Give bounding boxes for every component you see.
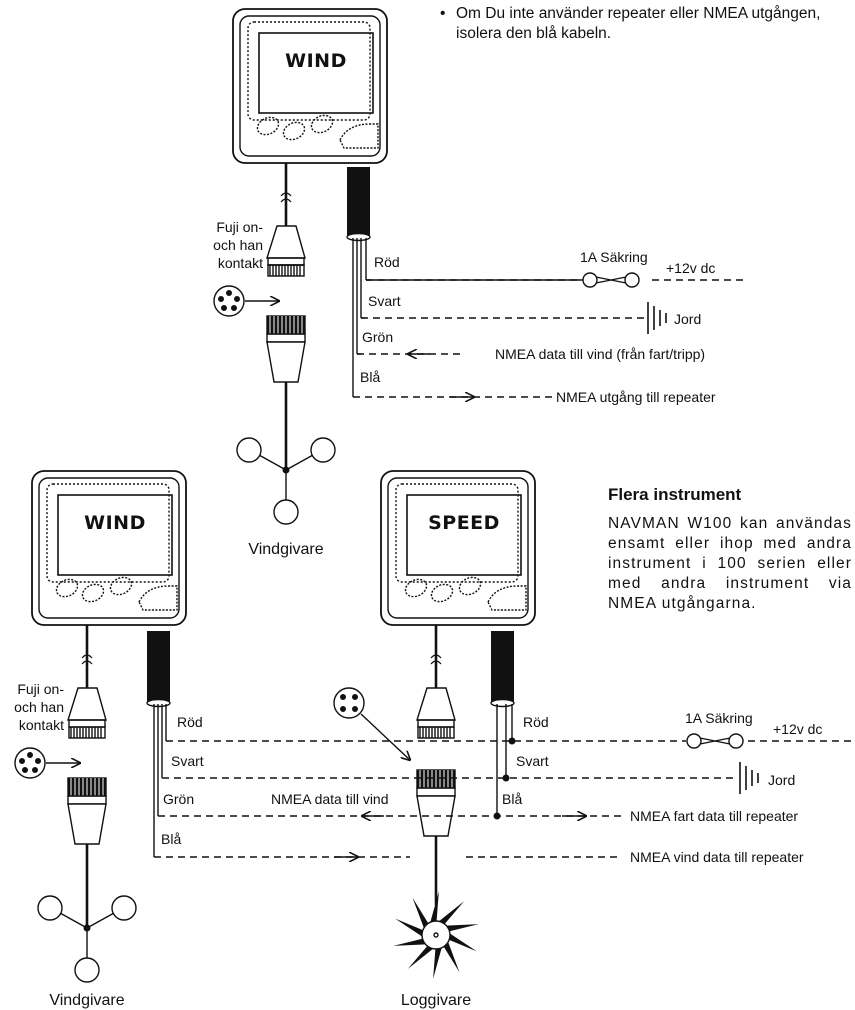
top-wind-sensor bbox=[236, 437, 336, 525]
top-fuse-symbol bbox=[582, 272, 640, 288]
bottom-wind-wire-green-label: Grön bbox=[163, 791, 194, 807]
bottom-wind-wire-blue-label: Blå bbox=[161, 831, 181, 847]
bottom-wind-fuji-female bbox=[67, 687, 107, 739]
bottom-wind-pin-icon bbox=[14, 747, 46, 779]
note-text: Om Du inte använder repeater eller NMEA … bbox=[456, 5, 821, 42]
bottom-speed-fuji-male bbox=[416, 769, 456, 837]
bottom-speed-pin-icon bbox=[333, 687, 365, 719]
note-bullet: • bbox=[440, 5, 446, 22]
paddlewheel-blade bbox=[395, 918, 425, 938]
usage-note: • Om Du inte använder repeater eller NME… bbox=[440, 4, 850, 44]
top-supply-label: +12v dc bbox=[666, 260, 715, 276]
bottom-wind-fuji-male bbox=[67, 777, 107, 845]
top-wind-sensor-label: Vindgivare bbox=[248, 541, 323, 558]
bottom-ground-label: Jord bbox=[768, 772, 795, 788]
top-wind-display-label: WIND bbox=[285, 50, 347, 72]
bottom-connector-label-1: Fuji on- bbox=[17, 681, 64, 697]
paddlewheel-blade bbox=[443, 924, 479, 932]
bottom-speed-wire-black-label: Svart bbox=[516, 753, 549, 769]
bottom-ground-symbol bbox=[739, 762, 759, 794]
bottom-nmea-wind-in-label: NMEA data till vind bbox=[271, 791, 389, 807]
bottom-speed-fuji-female bbox=[416, 687, 456, 739]
bottom-wind-wire-red-label: Röd bbox=[177, 714, 203, 730]
bottom-connector-label-2: och han bbox=[14, 699, 64, 715]
paddlewheel-blade bbox=[442, 939, 460, 973]
paddlewheel-sensor bbox=[393, 891, 479, 979]
paddlewheel-blade bbox=[429, 891, 439, 925]
bottom-supply-label: +12v dc bbox=[773, 721, 822, 737]
paddlewheel-blade bbox=[412, 897, 430, 931]
paddlewheel-blade bbox=[433, 945, 443, 979]
top-fuse-label: 1A Säkring bbox=[580, 249, 648, 265]
bottom-speed-wire-blue-label: Blå bbox=[502, 791, 522, 807]
section-title: Flera instrument bbox=[608, 485, 742, 504]
top-connector-pin-icon bbox=[213, 285, 245, 317]
paddlewheel-blade bbox=[393, 938, 429, 946]
top-wire-black-label: Svart bbox=[368, 293, 401, 309]
log-sensor-label: Loggivare bbox=[401, 992, 471, 1009]
bottom-fuse-label: 1A Säkring bbox=[685, 710, 753, 726]
top-ground-label: Jord bbox=[674, 311, 701, 327]
top-nmea-in-label: NMEA data till vind (från fart/tripp) bbox=[495, 346, 705, 362]
top-connector-label-2: och han bbox=[213, 237, 263, 253]
bottom-wind-sensor bbox=[37, 895, 137, 983]
bottom-wind-sensor-label: Vindgivare bbox=[49, 992, 124, 1009]
bottom-wind-instrument bbox=[31, 470, 187, 626]
bottom-wind-display-label: WIND bbox=[84, 512, 146, 534]
bottom-nmea-wind-out-label: NMEA vind data till repeater bbox=[630, 849, 804, 865]
top-fuji-connector-female bbox=[266, 225, 306, 277]
top-nmea-out-label: NMEA utgång till repeater bbox=[556, 389, 716, 405]
top-wire-red-label: Röd bbox=[374, 254, 400, 270]
bottom-nmea-speed-out-label: NMEA fart data till repeater bbox=[630, 808, 798, 824]
paddlewheel-blade bbox=[447, 932, 477, 952]
top-ground-symbol bbox=[647, 302, 667, 334]
bottom-connector-label-3: kontakt bbox=[19, 717, 64, 733]
bottom-speed-display-label: SPEED bbox=[428, 512, 500, 534]
paddlewheel-blade bbox=[407, 944, 436, 969]
top-fuji-connector-male bbox=[266, 315, 306, 383]
top-connector-label-1: Fuji on- bbox=[216, 219, 263, 235]
bottom-speed-wire-red-label: Röd bbox=[523, 714, 549, 730]
top-wind-instrument bbox=[232, 8, 388, 164]
top-wire-blue-label: Blå bbox=[360, 369, 380, 385]
paddlewheel-blade bbox=[436, 901, 465, 926]
bottom-speed-instrument bbox=[380, 470, 536, 626]
paddlewheel-axle bbox=[433, 932, 439, 938]
section-body: NAVMAN W100 kan användas ensamt eller ih… bbox=[608, 515, 852, 612]
bottom-fuse-symbol bbox=[686, 733, 744, 749]
top-wire-green-label: Grön bbox=[362, 329, 393, 345]
top-connector-label-3: kontakt bbox=[218, 255, 263, 271]
bottom-wind-wire-black-label: Svart bbox=[171, 753, 204, 769]
